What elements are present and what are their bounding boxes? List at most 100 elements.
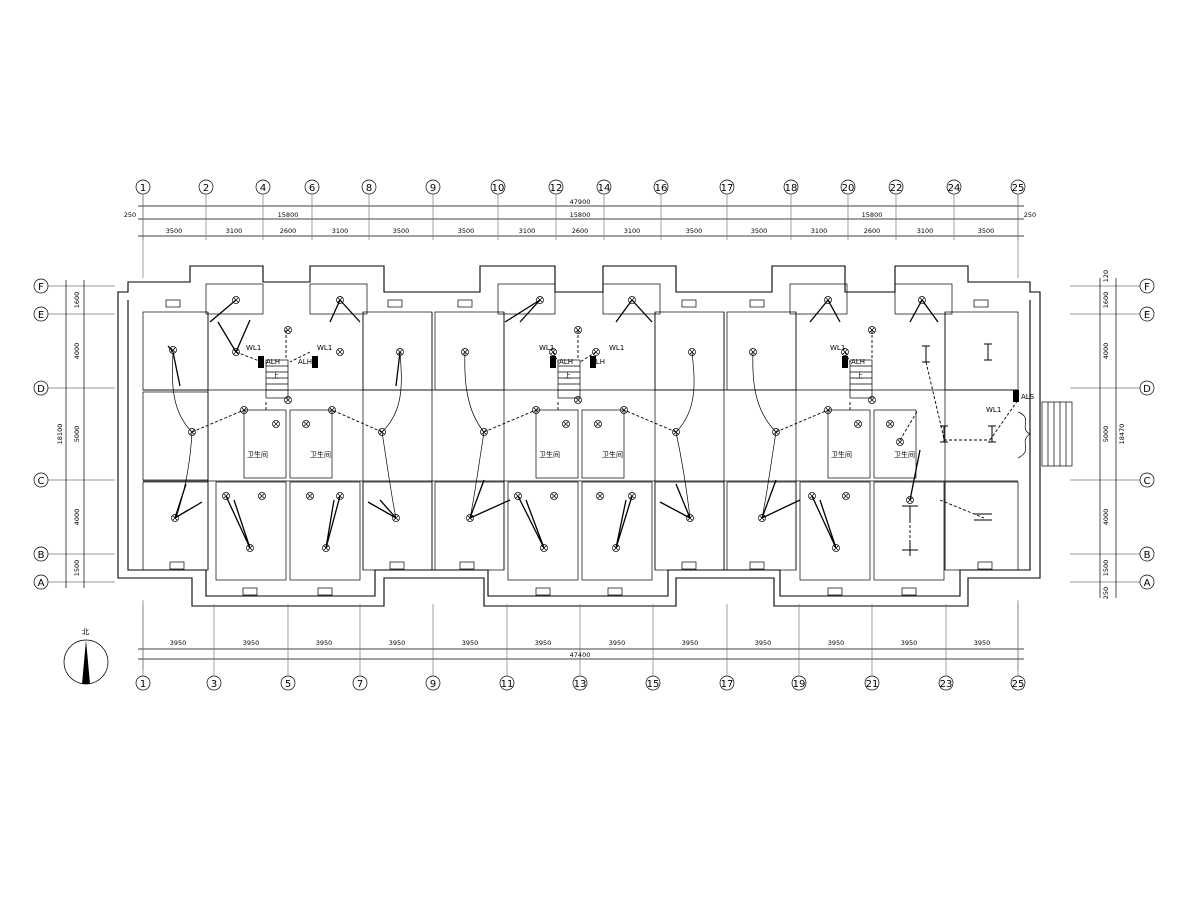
bay-dim-label: 3500 xyxy=(166,227,183,235)
axis-label-top: 2 xyxy=(203,183,209,194)
bay-dim-label: 3500 xyxy=(393,227,410,235)
toilet-label: 卫生间 xyxy=(310,450,331,459)
axis-label-top: 9 xyxy=(430,183,436,194)
light-fixture xyxy=(758,514,766,522)
unit-dim-label: 15800 xyxy=(862,211,883,219)
light-fixture xyxy=(628,492,636,500)
light-fixture xyxy=(549,348,557,356)
edge-dim-right: 250 xyxy=(1024,211,1036,219)
light-fixture xyxy=(258,492,266,500)
bay-dim-label: 2600 xyxy=(572,227,589,235)
light-fixture xyxy=(832,544,840,552)
light-fixture xyxy=(592,348,600,356)
bay-dim-label: 3950 xyxy=(535,639,552,647)
bay-dim-label: 3100 xyxy=(519,227,536,235)
bay-dim-label: 3100 xyxy=(226,227,243,235)
light-fixture xyxy=(378,428,386,436)
light-fixture xyxy=(868,326,876,334)
light-fixture xyxy=(302,420,310,428)
light-fixture xyxy=(772,428,780,436)
axis-label-bottom: 11 xyxy=(501,679,514,690)
axis-label-bottom: 19 xyxy=(793,679,806,690)
axis-label-row: A xyxy=(1144,578,1151,589)
feeder-label: WL1 xyxy=(830,344,845,352)
panel-label: ALH xyxy=(591,358,605,366)
light-fixture xyxy=(824,296,832,304)
axis-label-top: 10 xyxy=(492,183,505,194)
light-fixture xyxy=(808,492,816,500)
stair-up-label: 上 xyxy=(856,371,863,380)
axis-label-row: E xyxy=(1144,310,1150,321)
depth-dim-label: 1500 xyxy=(73,560,81,577)
light-fixture xyxy=(594,420,602,428)
depth-dim-label: 4000 xyxy=(1102,509,1110,526)
lighting-wiring xyxy=(167,299,1019,550)
depth-dim-label: 5000 xyxy=(73,426,81,443)
axis-label-bottom: 15 xyxy=(647,679,660,690)
feeder-label: WL1 xyxy=(609,344,624,352)
axis-label-bottom: 23 xyxy=(940,679,953,690)
light-fixture xyxy=(896,438,904,446)
light-fixture xyxy=(550,492,558,500)
bay-dim-label: 3100 xyxy=(917,227,934,235)
axis-label-top: 1 xyxy=(140,183,146,194)
axis-label-top: 4 xyxy=(260,183,266,194)
panel-label: ALH xyxy=(559,358,573,366)
axis-label-row: F xyxy=(38,282,44,293)
axis-bubble xyxy=(33,546,49,562)
axis-label-bottom: 9 xyxy=(430,679,436,690)
light-fixture xyxy=(628,296,636,304)
light-fixture xyxy=(188,428,196,436)
axis-label-row: D xyxy=(1143,384,1151,395)
stair-up-label: 上 xyxy=(564,371,571,380)
axis-label-row: B xyxy=(38,550,45,561)
main-panel-label: ALS xyxy=(1021,393,1035,401)
light-fixture xyxy=(514,492,522,500)
light-fixture xyxy=(532,406,540,414)
light-fixture xyxy=(906,496,914,504)
axis-label-top: 16 xyxy=(655,183,668,194)
axis-label-bottom: 3 xyxy=(211,679,217,690)
axis-bubble xyxy=(1139,278,1155,294)
axis-label-bottom: 17 xyxy=(721,679,734,690)
toilet-label: 卫生间 xyxy=(602,450,623,459)
edge-dim-left: 250 xyxy=(124,211,136,219)
light-fixture xyxy=(336,492,344,500)
axis-label-bottom: 13 xyxy=(574,679,587,690)
bay-dim-label: 3100 xyxy=(624,227,641,235)
depth-dim-label: 4000 xyxy=(1102,343,1110,360)
toilet-label: 卫生间 xyxy=(247,450,268,459)
axis-label-top: 24 xyxy=(948,183,961,194)
light-fixture xyxy=(466,514,474,522)
bay-dim-label: 3950 xyxy=(316,639,333,647)
bay-dim-label: 3950 xyxy=(901,639,918,647)
axis-label-top: 20 xyxy=(842,183,855,194)
toilet-label: 卫生间 xyxy=(894,450,915,459)
depth-dim-label: 120 xyxy=(1102,270,1110,282)
light-fixture xyxy=(396,348,404,356)
panel-label: ALH xyxy=(266,358,280,366)
light-fixture xyxy=(222,492,230,500)
axis-label-bottom: 21 xyxy=(866,679,879,690)
axis-label-row: D xyxy=(37,384,45,395)
light-fixture xyxy=(536,296,544,304)
fluorescent-fixtures xyxy=(902,343,996,556)
axis-bubble xyxy=(1139,574,1155,590)
light-fixture xyxy=(574,326,582,334)
light-fixture xyxy=(868,396,876,404)
light-fixture xyxy=(824,406,832,414)
bay-dim-label: 3100 xyxy=(332,227,349,235)
light-fixture xyxy=(232,348,240,356)
toilet-label: 卫生间 xyxy=(831,450,852,459)
axis-label-top: 6 xyxy=(309,183,315,194)
light-fixture xyxy=(749,348,757,356)
light-fixture xyxy=(246,544,254,552)
bay-dim-label: 3950 xyxy=(828,639,845,647)
axis-label-top: 22 xyxy=(890,183,903,194)
light-fixture xyxy=(240,406,248,414)
bay-dim-label: 2600 xyxy=(864,227,881,235)
bay-dim-label: 3500 xyxy=(978,227,995,235)
stair-up-label: 上 xyxy=(272,371,279,380)
north-arrow: 北 xyxy=(63,628,109,685)
